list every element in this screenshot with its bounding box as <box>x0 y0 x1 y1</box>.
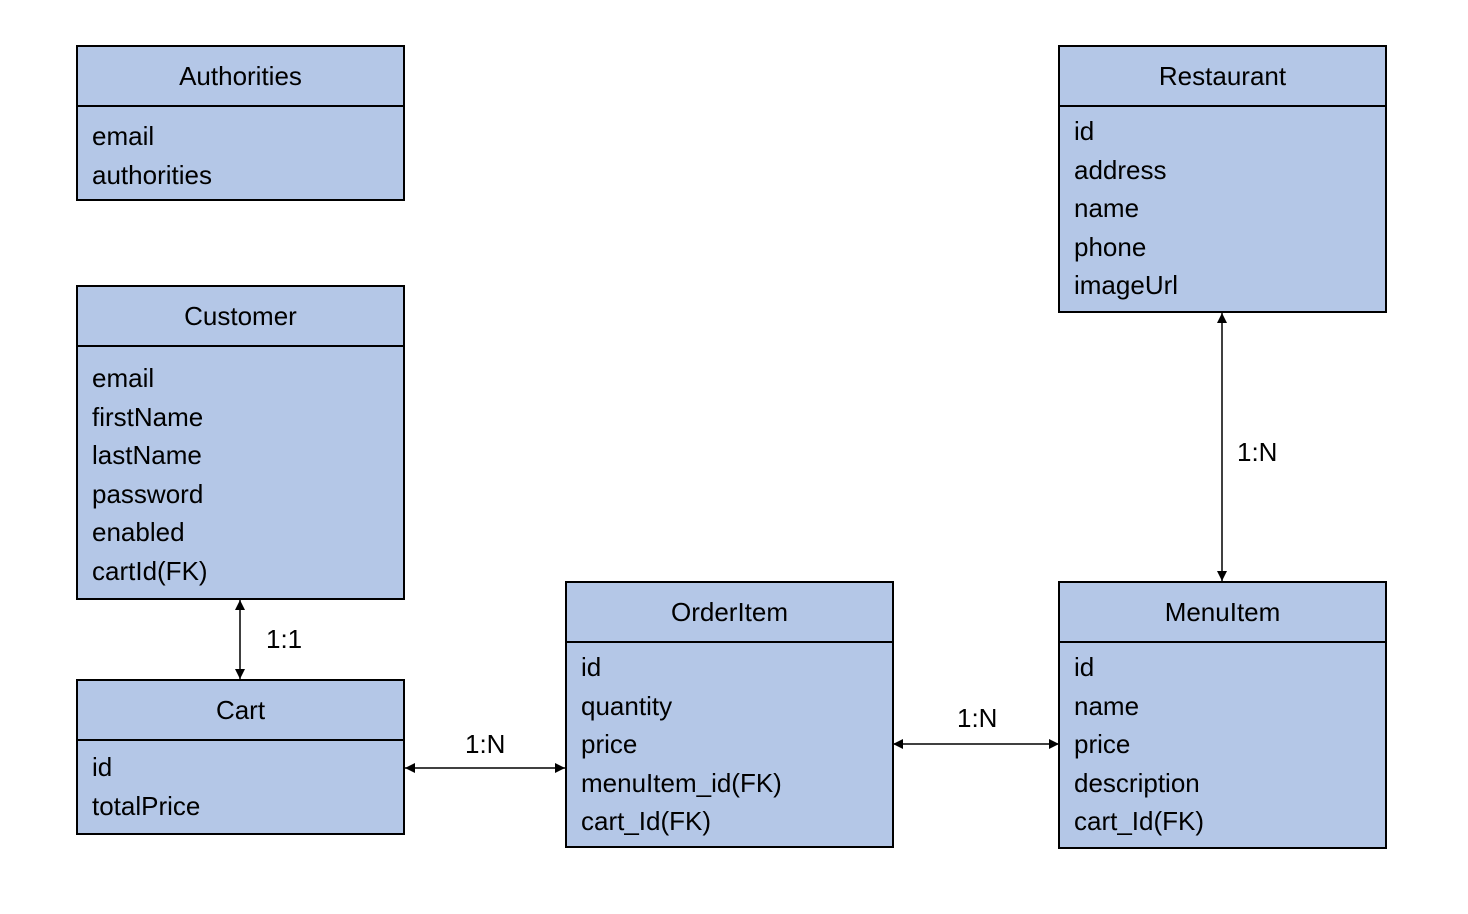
entity-title: Cart <box>78 681 403 741</box>
entity-fields: id totalPrice <box>78 741 403 825</box>
entity-field: id <box>581 652 602 682</box>
entity-field: lastName <box>92 440 202 470</box>
entity-field: price <box>1074 729 1131 759</box>
entity-field: address <box>1074 154 1167 185</box>
entity-cart: Cart id totalPrice <box>76 679 405 835</box>
entity-field: description <box>1074 767 1200 798</box>
entity-field: cartId(FK) <box>92 555 208 586</box>
entity-field: cart_Id(FK) <box>581 806 712 836</box>
relationship-label-restaurant-menu-item: 1:N <box>1237 437 1278 467</box>
entity-fields: email authorities <box>78 107 403 194</box>
entity-title: Authorities <box>78 47 403 107</box>
entity-field: quantity <box>581 690 673 721</box>
relationship-label-customer-cart: 1:1 <box>266 624 303 654</box>
entity-title: MenuItem <box>1060 583 1385 643</box>
entity-field: price <box>581 729 638 759</box>
entity-field: name <box>1074 690 1140 721</box>
entity-field: firstName <box>92 401 204 432</box>
entity-fields: id address name phone imageUrl <box>1060 107 1385 305</box>
relationship-label-cart-order-item: 1:N <box>465 729 506 759</box>
entity-fields: id name price description cart_Id(FK) <box>1060 643 1385 841</box>
entity-order-item: OrderItem id quantity price menuItem_id(FK)… <box>565 581 894 848</box>
entity-field: email <box>92 121 155 151</box>
entity-field: id <box>1074 652 1095 682</box>
entity-field: enabled <box>92 517 185 547</box>
entity-title: Customer <box>78 287 403 347</box>
relationship-label-order-item-menu-item: 1:N <box>957 703 998 733</box>
entity-field: id <box>92 752 113 782</box>
entity-field: name <box>1074 193 1140 223</box>
entity-title: Restaurant <box>1060 47 1385 107</box>
entity-field: imageUrl <box>1074 270 1179 300</box>
entity-fields: email firstName lastName password enabled car… <box>78 347 403 590</box>
entity-title: OrderItem <box>567 583 892 643</box>
entity-field: id <box>1074 116 1095 146</box>
entity-field: phone <box>1074 231 1147 262</box>
entity-field: authorities <box>92 159 212 190</box>
entity-field: menuItem_id(FK) <box>581 767 782 798</box>
entity-field: password <box>92 478 204 509</box>
entity-field: email <box>92 363 155 393</box>
entity-field: cart_Id(FK) <box>1074 806 1205 836</box>
entity-authorities: Authorities email authorities <box>76 45 405 201</box>
entity-field: totalPrice <box>92 790 201 821</box>
entity-fields: id quantity price menuItem_id(FK) cart_Id(FK… <box>567 643 892 841</box>
entity-menu-item: MenuItem id name price description cart_Id(F… <box>1058 581 1387 849</box>
entity-restaurant: Restaurant id address name phone imageUrl <box>1058 45 1387 313</box>
